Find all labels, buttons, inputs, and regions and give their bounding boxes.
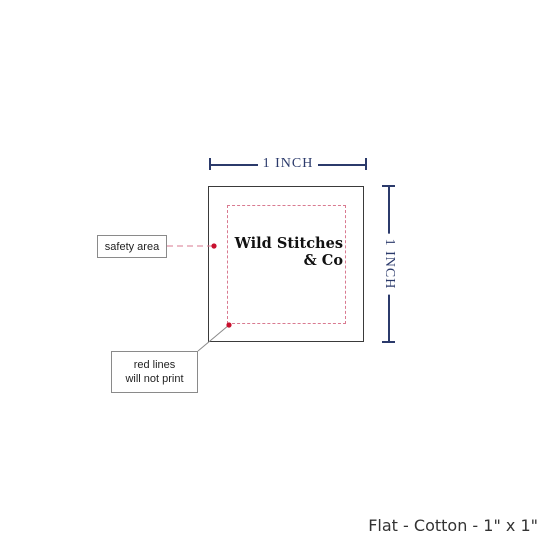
safety-area-marker — [211, 243, 217, 249]
width-left-tick — [209, 158, 211, 170]
height-bottom-tick — [382, 341, 395, 343]
red-lines-connector — [197, 324, 230, 352]
brand-line-1: Wild Stitches — [234, 235, 343, 252]
product-caption: Flat - Cotton - 1" x 1" — [368, 516, 538, 535]
red-lines-marker — [226, 322, 232, 328]
height-top-tick — [382, 185, 395, 187]
safety-area-callout: safety area — [97, 235, 167, 258]
width-dimension: 1 INCH — [209, 156, 367, 172]
safety-area-boundary — [227, 205, 346, 324]
width-dimension-label-wrap: 1 INCH — [209, 156, 367, 172]
brand-line-2: & Co — [303, 252, 343, 269]
red-lines-text-2: will not print — [125, 373, 184, 385]
label-outline — [208, 186, 364, 342]
width-dimension-label: 1 INCH — [257, 156, 319, 171]
safety-area-text: safety area — [104, 241, 160, 253]
red-lines-text-1: red lines — [133, 359, 176, 371]
width-right-tick — [365, 158, 367, 170]
height-dimension: 1 INCH — [380, 185, 398, 343]
brand-logo: Wild Stitches & Co — [227, 235, 343, 269]
red-lines-callout: red lines will not print — [111, 351, 198, 393]
